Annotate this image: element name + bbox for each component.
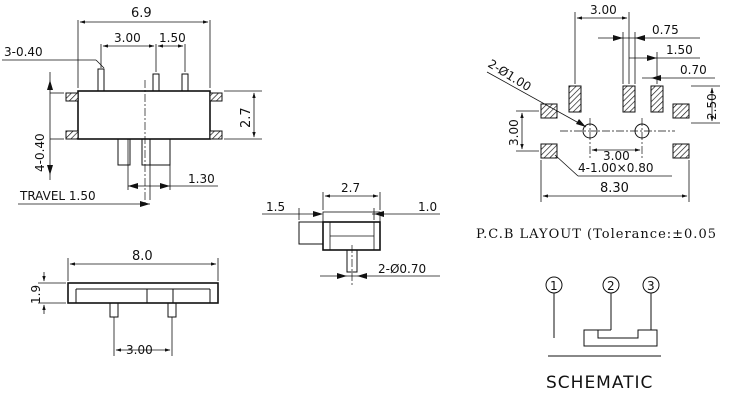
pin-1-label: 1 <box>550 279 558 293</box>
pin <box>97 68 105 92</box>
pcb-total-width: 8.30 <box>600 181 629 196</box>
pin <box>181 73 189 92</box>
pcb-pad <box>672 143 690 159</box>
mount-tab <box>209 92 223 102</box>
pcb-bottom-pitch: 3.00 <box>603 149 630 163</box>
pcb-left-height: 3.00 <box>507 119 521 146</box>
pcb-offset-b: 0.70 <box>680 63 707 77</box>
pin <box>152 73 160 92</box>
dim-travel: TRAVEL 1.50 <box>19 189 96 203</box>
switch-body-bottom <box>67 282 219 304</box>
dim-bottom-pitch: 3.00 <box>126 343 153 357</box>
pcb-pads: 4-1.00×0.80 <box>578 161 653 175</box>
pcb-pad-width: 0.75 <box>652 23 679 37</box>
pin-2-label: 2 <box>607 279 615 293</box>
pcb-pad <box>568 85 582 113</box>
side-view: 2.7 1.5 1.0 2-Ø0.70 <box>262 181 440 285</box>
pcb-pad <box>622 85 636 113</box>
bottom-view: 3.00 8.0 1.9 <box>29 249 219 357</box>
front-view: 6.9 3.00 1.50 3-0.40 4-0.40 2.7 1.30 <box>2 6 262 207</box>
dim-width: 6.9 <box>131 6 152 21</box>
pcb-caption: P.C.B LAYOUT (Tolerance:±0.05 <box>476 227 717 242</box>
dim-pin-pitch: 3.00 <box>114 31 141 45</box>
schematic-label: SCHEMATIC <box>546 373 653 393</box>
mount-tab <box>65 92 79 102</box>
pin-3-label: 3 <box>647 279 655 293</box>
dim-pin-pitch-right: 1.50 <box>159 31 186 45</box>
dim-lever-length: 1.5 <box>266 200 285 214</box>
dim-thickness: 1.9 <box>29 285 43 304</box>
dim-height: 2.7 <box>239 107 254 128</box>
dim-side-pins: 4-0.40 <box>33 133 47 172</box>
pcb-offset-a: 1.50 <box>666 43 693 57</box>
pcb-top-pitch: 3.00 <box>590 3 617 17</box>
pcb-pad <box>672 103 690 119</box>
lever <box>298 221 324 245</box>
dim-pin-diameter: 2-Ø0.70 <box>378 262 426 276</box>
mount-tab <box>209 130 223 140</box>
switch-body <box>77 90 211 140</box>
pcb-pad <box>650 85 664 113</box>
pcb-right-height: 2.50 <box>705 93 719 120</box>
schematic: 1 2 3 SCHEMATIC <box>545 276 661 393</box>
mount-tab <box>65 130 79 140</box>
dim-right-offset: 1.0 <box>418 200 437 214</box>
pcb-layout: 3.00 0.75 1.50 0.70 2.50 3.00 2-Ø1.00 <box>476 3 720 242</box>
dim-mount-pins: 3-0.40 <box>4 45 43 59</box>
pcb-pad <box>540 143 558 159</box>
dim-side-depth: 2.7 <box>341 181 360 195</box>
dim-length: 8.0 <box>132 249 153 264</box>
dim-actuator: 1.30 <box>188 172 215 186</box>
